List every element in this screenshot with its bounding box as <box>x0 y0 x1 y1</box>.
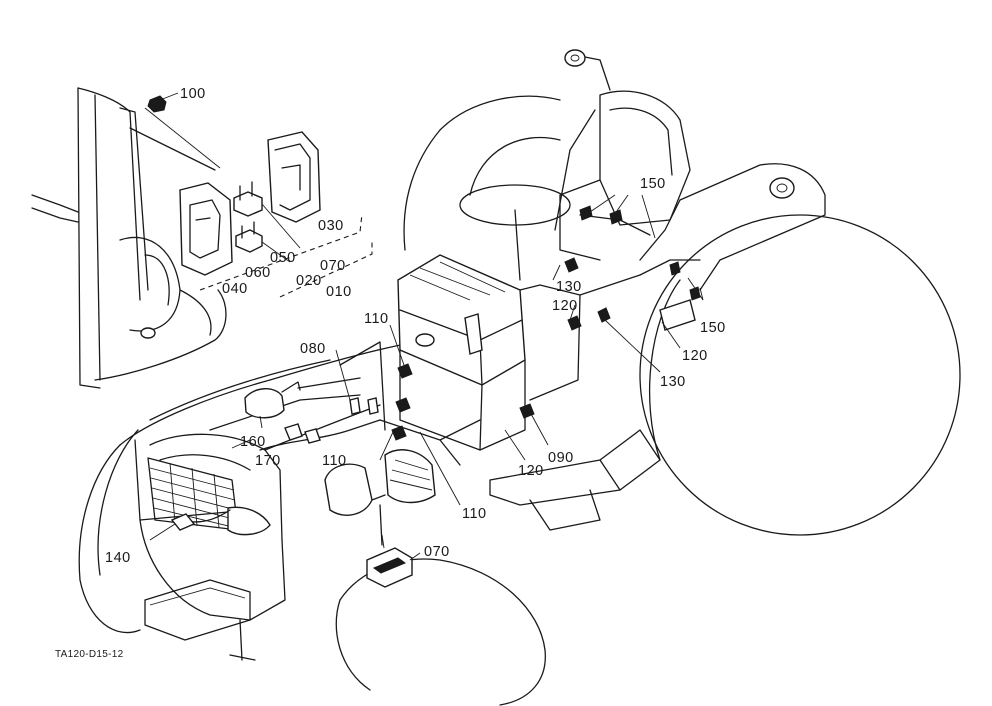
callout-020: 020 <box>296 273 322 289</box>
connector-170 <box>231 423 321 449</box>
rear-left-wheel <box>403 95 561 251</box>
front-bumper <box>144 579 256 661</box>
callout-070-top: 070 <box>320 258 346 274</box>
callout-150-top: 150 <box>640 176 666 192</box>
leader-lines <box>149 194 704 561</box>
rear-frame <box>639 163 826 291</box>
nut-100 <box>147 92 179 113</box>
callout-120-lower: 120 <box>518 463 544 479</box>
relay-box-070 <box>366 534 413 588</box>
fuse-box-cover-030 <box>267 131 321 223</box>
callout-030: 030 <box>318 218 344 234</box>
relay-160 <box>244 381 301 429</box>
assembly-bracket-dashed-2 <box>279 242 373 298</box>
callout-130-lower: 130 <box>660 374 686 390</box>
operator-seat <box>559 49 691 261</box>
callout-labels: 100 030 050 060 040 070 020 010 150 150 … <box>55 86 726 660</box>
callout-100: 100 <box>180 86 206 102</box>
callout-040: 040 <box>222 281 248 297</box>
callout-110-upper: 110 <box>364 311 389 327</box>
callout-170: 170 <box>255 453 281 469</box>
assembly-bracket-dashed <box>199 213 363 291</box>
front-grille <box>147 457 271 536</box>
left-fender-panel <box>31 87 227 389</box>
dashboard-console <box>397 254 526 386</box>
callout-110-middle: 110 <box>322 453 347 469</box>
front-left-wheel <box>78 429 141 634</box>
callout-050: 050 <box>270 250 296 266</box>
engine-block <box>324 349 526 516</box>
callout-080: 080 <box>300 341 326 357</box>
callout-120-right: 120 <box>682 348 708 364</box>
front-right-wheel <box>335 558 546 706</box>
tractor-hood <box>119 339 431 621</box>
callout-140: 140 <box>105 550 131 566</box>
rear-right-wheel <box>639 214 961 536</box>
callout-060: 060 <box>245 265 271 281</box>
callout-130-upper: 130 <box>556 279 582 295</box>
lamp-connector-140 <box>170 513 196 531</box>
callout-120-upper: 120 <box>552 298 578 314</box>
drawing-code: TA120-D15-12 <box>55 649 124 660</box>
step-platform <box>489 429 661 531</box>
fuse-box-040 <box>179 182 233 276</box>
callout-010: 010 <box>326 284 352 300</box>
fuse-060 <box>235 221 263 253</box>
fuse-050 <box>233 181 263 217</box>
callout-110-lower: 110 <box>462 506 487 522</box>
callout-090: 090 <box>548 450 574 466</box>
callout-150-right: 150 <box>700 320 726 336</box>
callout-160: 160 <box>240 434 266 450</box>
callout-070-bottom: 070 <box>424 544 450 560</box>
steering-wheel <box>459 136 571 281</box>
